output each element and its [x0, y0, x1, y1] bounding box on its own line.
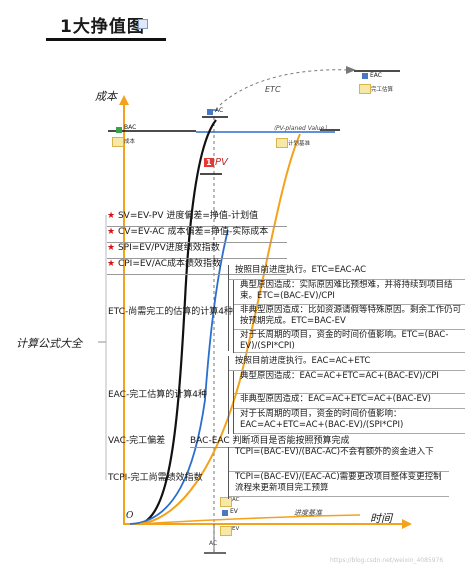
page-title: 1大挣值图: [60, 17, 145, 37]
pv-curve: [139, 133, 301, 525]
ev-chip-icon[interactable]: [220, 526, 232, 536]
pv-planned-label: （PV-planed Value）: [270, 125, 331, 132]
ev-chip-label: EV: [232, 526, 240, 532]
eac-item: 典型原因造成：EAC=AC+ETC=AC+(BAC-EV)/CPI: [234, 371, 465, 394]
ev-label: EV: [230, 508, 238, 515]
etc-arc: [219, 69, 351, 106]
etc-item: 典型原因造成：实际原因难比预想难，并将持续到项目结束。ETC=(BAC-EV)/…: [234, 280, 465, 305]
star-icon: ★: [107, 211, 116, 221]
variance-item-cpi: ★ CPI=EV/AC成本绩效指数: [107, 259, 287, 275]
ac-bottom-label: AC: [209, 540, 218, 547]
x-axis-label: 时间: [370, 512, 392, 525]
watermark: https://blog.csdn.net/weixin_4085976: [330, 557, 444, 564]
tcpi-items: TCPI=(BAC-EV)/(BAC-AC)不会有额外的资金进入下 TCPI=(…: [228, 447, 449, 499]
eac-blue-icon: [362, 73, 368, 79]
eac-items: 按照目前进度执行。EAC=AC+ETC 典型原因造成：EAC=AC+ETC=AC…: [228, 356, 465, 434]
variance-item-spi: ★ SPI=EV/PV进度绩效指数: [107, 243, 287, 259]
ac-curve: [139, 119, 217, 526]
progress-baseline: [139, 514, 361, 525]
pv-label: PV: [215, 157, 228, 168]
etc-section-label: ETC-尚需完工的估算的计算4种: [108, 307, 233, 317]
pv-number-badge: 1: [204, 158, 214, 167]
ac-chip-label: AC: [232, 497, 240, 503]
etc-label: ETC: [265, 85, 281, 94]
ac-label: AC: [215, 107, 224, 114]
star-icon: ★: [107, 259, 116, 269]
etc-item: 非典型原因造成：比如资源请假等特殊原因。剩余工作仍可按预期完成。ETC=BAC-…: [234, 305, 465, 330]
bac-chip-label: 成本: [124, 139, 136, 145]
planned-chip-label: 计划基准: [288, 141, 311, 147]
eac-chip-label: 完工估算: [371, 87, 394, 93]
ev-blue-icon: [222, 510, 228, 516]
planned-chip-icon[interactable]: [276, 138, 288, 148]
eac-item: 对于长周期的项目，资金的时间价值影响：EAC=AC+ETC=AC+(BAC-EV…: [234, 409, 465, 434]
star-icon: ★: [107, 243, 116, 253]
progress-base-label: 进度基准: [294, 509, 322, 517]
formula-summary-label: 计算公式大全: [16, 337, 82, 350]
bac-green-icon: [116, 127, 122, 133]
ac-blue-icon: [207, 109, 213, 115]
bac-chip-icon[interactable]: [112, 137, 124, 147]
eac-item: 非典型原因造成：EAC=AC+ETC=AC+(BAC-EV): [234, 394, 465, 409]
variance-item-cv: ★ CV=EV-AC 成本偏差=挣值-实际成本: [107, 227, 287, 243]
vac-text: BAC-EAC 判断项目是否能按照预算完成: [190, 436, 390, 448]
note-icon[interactable]: [138, 19, 148, 29]
tcpi-item: TCPI=(BAC-EV)/(EAC-AC)需要更改项目整体变更控制流程来更新项…: [229, 472, 449, 497]
etc-arrow-head: [346, 66, 356, 74]
eac-chip-icon[interactable]: [359, 84, 371, 94]
etc-items: 按照目前进度执行。ETC=EAC-AC 典型原因造成：实际原因难比预想难，并将持…: [228, 265, 465, 353]
variance-item-sv: ★ SV=EV-PV 进度偏差=挣值-计划值: [107, 211, 287, 227]
bac-label: BAC: [124, 124, 137, 131]
variance-list: ★ SV=EV-PV 进度偏差=挣值-计划值 ★ CV=EV-AC 成本偏差=挣…: [107, 211, 287, 275]
eac-section-label: EAC-完工估算的计算4种: [108, 390, 207, 400]
eac-item: 按照目前进度执行。EAC=AC+ETC: [229, 356, 465, 371]
y-axis-label: 成本: [95, 90, 117, 103]
star-icon: ★: [107, 227, 116, 237]
y-axis-arrow: [119, 95, 129, 105]
title-underline: [46, 38, 166, 41]
x-axis-arrow: [402, 519, 412, 529]
tcpi-item: TCPI=(BAC-EV)/(BAC-AC)不会有额外的资金进入下: [229, 447, 449, 472]
tcpi-section-label: TCPI-完工尚需绩效指数: [108, 473, 203, 483]
origin-label: O: [126, 511, 134, 521]
ev-curve: [129, 229, 229, 525]
eac-label: EAC: [370, 72, 382, 79]
etc-item: 按照目前进度执行。ETC=EAC-AC: [229, 265, 465, 280]
vac-label: VAC-完工偏差: [108, 436, 166, 446]
ac-chip-icon[interactable]: [220, 497, 232, 507]
etc-item: 对于长周期的项目，资金的时间价值影响。ETC=(BAC-EV)/(SPI*CPI…: [234, 330, 465, 353]
